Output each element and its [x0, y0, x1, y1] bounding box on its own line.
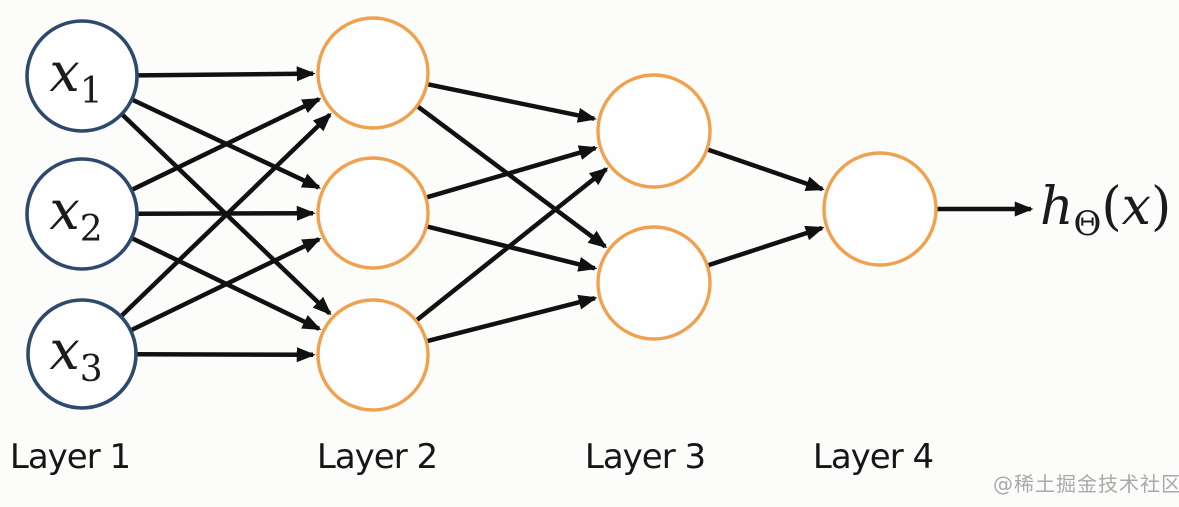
layer-label-3: Layer 3: [585, 437, 705, 477]
edge-h21-h31: [427, 82, 597, 123]
edge-h23-h31: [415, 167, 609, 322]
node-h23: [316, 298, 430, 412]
edge-x2-h21: [131, 97, 322, 192]
edge-x3-h23: [136, 347, 316, 363]
edge-h32-h41: [707, 225, 825, 268]
watermark: @稀土掘金技术社区: [993, 472, 1179, 496]
node-x3: [26, 298, 138, 410]
output-label: hΘ(x): [1040, 177, 1171, 244]
layer-label-4: Layer 4: [813, 437, 933, 477]
node-h32: [596, 225, 712, 341]
node-label-x2: x2: [49, 179, 102, 250]
layer-label-1: Layer 1: [10, 437, 130, 477]
node-label-x1: x1: [49, 41, 102, 112]
node-x1: [25, 19, 139, 133]
edge-h22-h31: [426, 145, 598, 200]
edge-h31-h41: [707, 147, 825, 192]
node-h41: [822, 151, 938, 267]
node-x2: [25, 157, 139, 271]
edge-h23-h32: [426, 294, 598, 344]
node-label-x3: x3: [49, 319, 102, 390]
layer-label-2: Layer 2: [317, 437, 437, 477]
edge-x3-h22: [130, 237, 322, 333]
edge-x3-h21: [120, 112, 332, 318]
edge-x1-h21: [137, 66, 316, 82]
node-h21: [316, 16, 430, 130]
node-h22: [316, 156, 430, 270]
node-h31: [596, 73, 712, 189]
edge-h21-h32: [416, 104, 608, 249]
